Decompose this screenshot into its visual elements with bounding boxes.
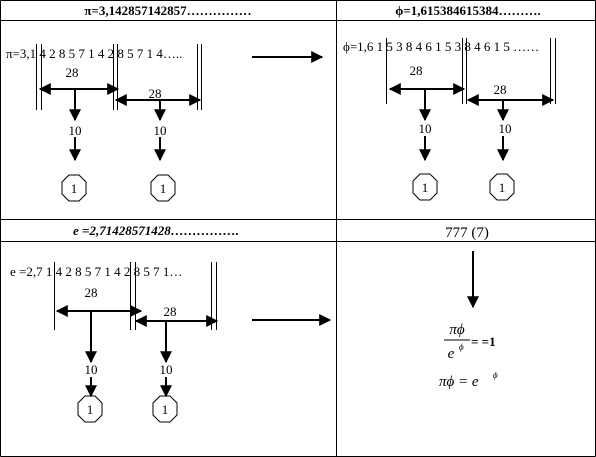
pi-span-arrows: [38, 83, 202, 106]
e-octagon-1: [77, 395, 103, 423]
phi-circle-label-2: 1: [499, 180, 506, 195]
phi-header: ϕ=1,615384615384……….: [395, 3, 541, 18]
fraction-result: = =1: [471, 334, 496, 349]
phi-octagon-1: [412, 173, 438, 201]
e-span-label-2: 28: [164, 304, 177, 319]
e-header: e =2,71428571428…………….: [73, 223, 239, 238]
pi-octagon-2: [150, 174, 176, 202]
fraction-equation: πϕ e ϕ = =1: [444, 322, 496, 362]
e-sum-label-1: 10: [85, 362, 98, 377]
pi-circle-label-2: 1: [160, 181, 167, 196]
e-sum-label-2: 10: [160, 362, 173, 377]
pi-sum-label-1: 10: [69, 123, 82, 138]
pi-span-label-1: 28: [66, 65, 79, 80]
e-span-arrows: [55, 305, 219, 327]
phi-octagon-2: [489, 173, 515, 201]
pi-cell: π=3,142857142857…………… π=3,1 4 2 8 5 7 1 …: [6, 3, 324, 202]
pi-octagon-1: [61, 174, 87, 202]
e-cell: e =2,71428571428……………. e =2,7 1 4 2 8 5 …: [10, 223, 332, 423]
phi-span-arrows: [388, 83, 555, 106]
pi-down-arrows: [69, 89, 166, 162]
result-header: 777 (7): [445, 225, 489, 241]
fraction-denominator-exponent: ϕ: [459, 342, 464, 352]
e-down-arrows: [85, 311, 172, 398]
phi-digit-sequence: ϕ=1,6 1 5 3 8 4 6 1 5 3 8 4 6 1 5 ……: [343, 39, 539, 54]
identity-equation: πϕ = e ϕ: [439, 370, 498, 390]
phi-circle-label-1: 1: [422, 180, 429, 195]
e-circle-label-2: 1: [162, 402, 169, 417]
e-digit-sequence: e =2,7 1 4 2 8 5 7 1 4 2 8 5 7 1…: [10, 264, 182, 279]
fraction-numerator: πϕ: [449, 322, 465, 338]
result-cell: 777 (7) πϕ e ϕ = =1 πϕ = e ϕ: [439, 225, 498, 390]
phi-sum-label-1: 10: [419, 121, 432, 136]
pi-circle-label-1: 1: [71, 181, 78, 196]
phi-span-label-1: 28: [410, 63, 423, 78]
phi-sum-label-2: 10: [499, 121, 512, 136]
pi-sum-label-2: 10: [154, 123, 167, 138]
e-circle-label-1: 1: [87, 402, 94, 417]
identity-equation-exponent: ϕ: [493, 370, 498, 380]
pi-digit-sequence: π=3,1 4 2 8 5 7 1 4 2 8 5 7 1 4…..: [6, 46, 182, 61]
pi-header: π=3,142857142857……………: [84, 3, 251, 18]
phi-cell: ϕ=1,615384615384………. ϕ=1,6 1 5 3 8 4 6 1…: [343, 3, 556, 201]
e-octagon-2: [152, 395, 178, 423]
fraction-denominator: e: [448, 346, 455, 362]
identity-equation-main: πϕ = e: [439, 374, 479, 390]
pi-span-label-2: 28: [149, 86, 162, 101]
phi-down-arrows: [419, 89, 509, 162]
phi-span-label-2: 28: [494, 82, 507, 97]
e-span-label-1: 28: [85, 285, 98, 300]
